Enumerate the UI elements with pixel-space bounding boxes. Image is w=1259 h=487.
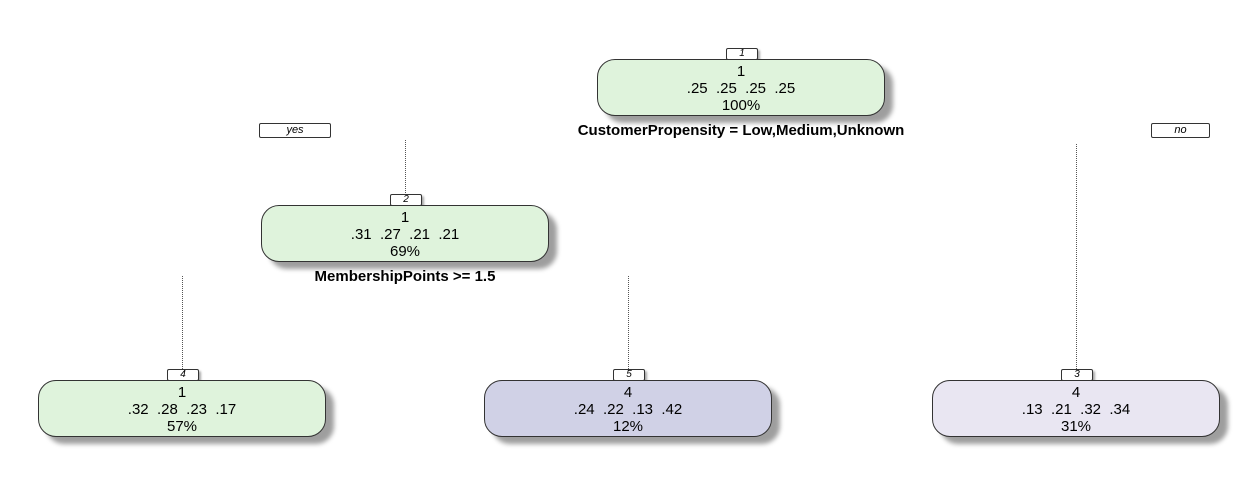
branch-label-no: no [1151, 123, 1210, 138]
branch-label-yes: yes [259, 123, 331, 138]
node-5-class: 4 [623, 384, 633, 401]
node-2-class: 1 [400, 209, 410, 226]
tree-node-3: 4 .13 .21 .32 .34 31% [932, 380, 1220, 437]
tree-node-4: 1 .32 .28 .23 .17 57% [38, 380, 326, 437]
node-3-probabilities: .13 .21 .32 .34 [1021, 401, 1131, 418]
node-4-probabilities: .32 .28 .23 .17 [127, 401, 237, 418]
tree-node-5: 4 .24 .22 .13 .42 12% [484, 380, 772, 437]
node-5-probabilities: .24 .22 .13 .42 [573, 401, 683, 418]
node-3-class: 4 [1071, 384, 1081, 401]
node-5-percentage: 12% [612, 418, 644, 435]
connector-root-to-node-3 [1076, 144, 1077, 369]
node-2-id-tag: 2 [390, 194, 422, 206]
node-1-class: 1 [736, 63, 746, 80]
node-1-percentage: 100% [721, 97, 761, 114]
node-3-percentage: 31% [1060, 418, 1092, 435]
connector-root-to-node-2 [405, 140, 406, 193]
node-4-percentage: 57% [166, 418, 198, 435]
node-2-probabilities: .31 .27 .21 .21 [350, 226, 460, 243]
connector-node-2-to-node-4 [182, 276, 183, 369]
node-1-split-rule: CustomerPropensity = Low,Medium,Unknown [577, 122, 905, 139]
tree-node-1: 1 .25 .25 .25 .25 100% [597, 59, 885, 116]
node-4-class: 1 [177, 384, 187, 401]
node-2-split-rule: MembershipPoints >= 1.5 [314, 268, 496, 285]
node-1-probabilities: .25 .25 .25 .25 [686, 80, 796, 97]
connector-node-2-to-node-5 [628, 276, 629, 369]
tree-node-2: 1 .31 .27 .21 .21 69% [261, 205, 549, 262]
node-2-percentage: 69% [389, 243, 421, 260]
